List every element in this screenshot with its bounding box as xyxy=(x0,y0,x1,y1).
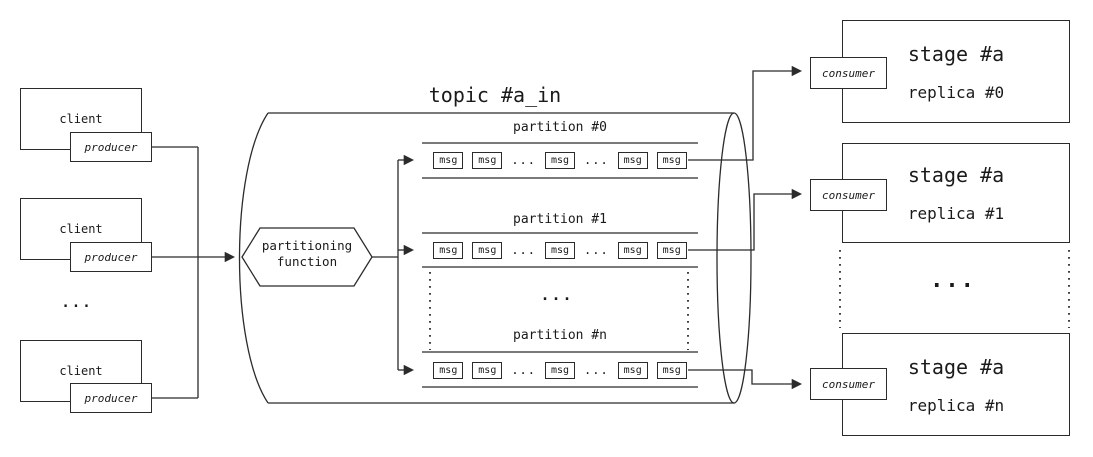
consumer-label: consumer xyxy=(822,377,875,391)
stage-replica: replica #n xyxy=(907,395,1005,415)
msg-box: msg xyxy=(433,241,464,259)
msg-box: msg xyxy=(545,241,575,259)
partitioning-function-line2: function xyxy=(276,254,338,269)
consumer-label: consumer xyxy=(822,188,875,202)
msg-ellipsis: ... xyxy=(511,243,536,257)
partition-row-0: msg msg ... msg ... msg msg xyxy=(422,151,698,169)
msg-ellipsis: ... xyxy=(584,153,609,167)
client-label: client xyxy=(59,364,103,378)
partition-row-n: msg msg ... msg ... msg msg xyxy=(422,361,698,379)
stage-title: stage #a xyxy=(907,163,1005,187)
partition-rails xyxy=(422,142,698,388)
producer-label: producer xyxy=(84,250,138,264)
partition-label-n: partition #n xyxy=(513,328,607,343)
producer-box-2: producer xyxy=(70,383,152,413)
partitioning-function-label: partitioning function xyxy=(247,238,367,270)
msg-box: msg xyxy=(656,361,687,379)
msg-box: msg xyxy=(433,151,464,169)
consumer-box-0: consumer xyxy=(810,57,887,89)
topic-title: topic #a_in xyxy=(428,83,562,107)
msg-box: msg xyxy=(617,241,648,259)
msg-ellipsis: ... xyxy=(511,363,536,377)
consumer-box-n: consumer xyxy=(810,368,887,400)
stage-box-n: stage #a replica #n xyxy=(842,333,1070,436)
msg-box: msg xyxy=(545,361,575,379)
partition-connectors xyxy=(372,154,415,376)
msg-ellipsis: ... xyxy=(584,243,609,257)
stages-ellipsis: ... xyxy=(930,268,976,293)
msg-box: msg xyxy=(656,241,687,259)
msg-box: msg xyxy=(656,151,687,169)
topic-cylinder-shape xyxy=(238,112,752,404)
partition-label-0: partition #0 xyxy=(513,120,607,135)
consumer-connectors xyxy=(688,65,803,390)
consumer-label: consumer xyxy=(822,66,875,80)
partitioning-function-line1: partitioning xyxy=(261,238,353,253)
msg-box: msg xyxy=(617,151,648,169)
msg-box: msg xyxy=(472,361,503,379)
stage-title: stage #a xyxy=(907,354,1005,379)
stage-title: stage #a xyxy=(907,41,1005,66)
stage-replica: replica #0 xyxy=(907,82,1005,102)
msg-ellipsis: ... xyxy=(511,153,536,167)
msg-box: msg xyxy=(472,151,503,169)
client-label: client xyxy=(59,112,103,126)
msg-box: msg xyxy=(545,151,575,169)
stage-replica: replica #1 xyxy=(907,204,1005,223)
msg-ellipsis: ... xyxy=(584,363,609,377)
producer-connectors xyxy=(152,146,236,399)
producer-label: producer xyxy=(84,140,138,154)
producer-label: producer xyxy=(84,391,138,405)
consumer-box-1: consumer xyxy=(810,179,887,211)
msg-box: msg xyxy=(617,361,648,379)
partitions-ellipsis: ... xyxy=(540,286,574,304)
partition-label-1: partition #1 xyxy=(513,212,607,227)
msg-box: msg xyxy=(433,361,464,379)
producer-box-1: producer xyxy=(70,242,152,272)
clients-ellipsis: ... xyxy=(61,295,93,311)
partition-row-1: msg msg ... msg ... msg msg xyxy=(422,241,698,259)
producer-box-0: producer xyxy=(70,132,152,162)
msg-box: msg xyxy=(472,241,503,259)
client-label: client xyxy=(59,222,103,236)
